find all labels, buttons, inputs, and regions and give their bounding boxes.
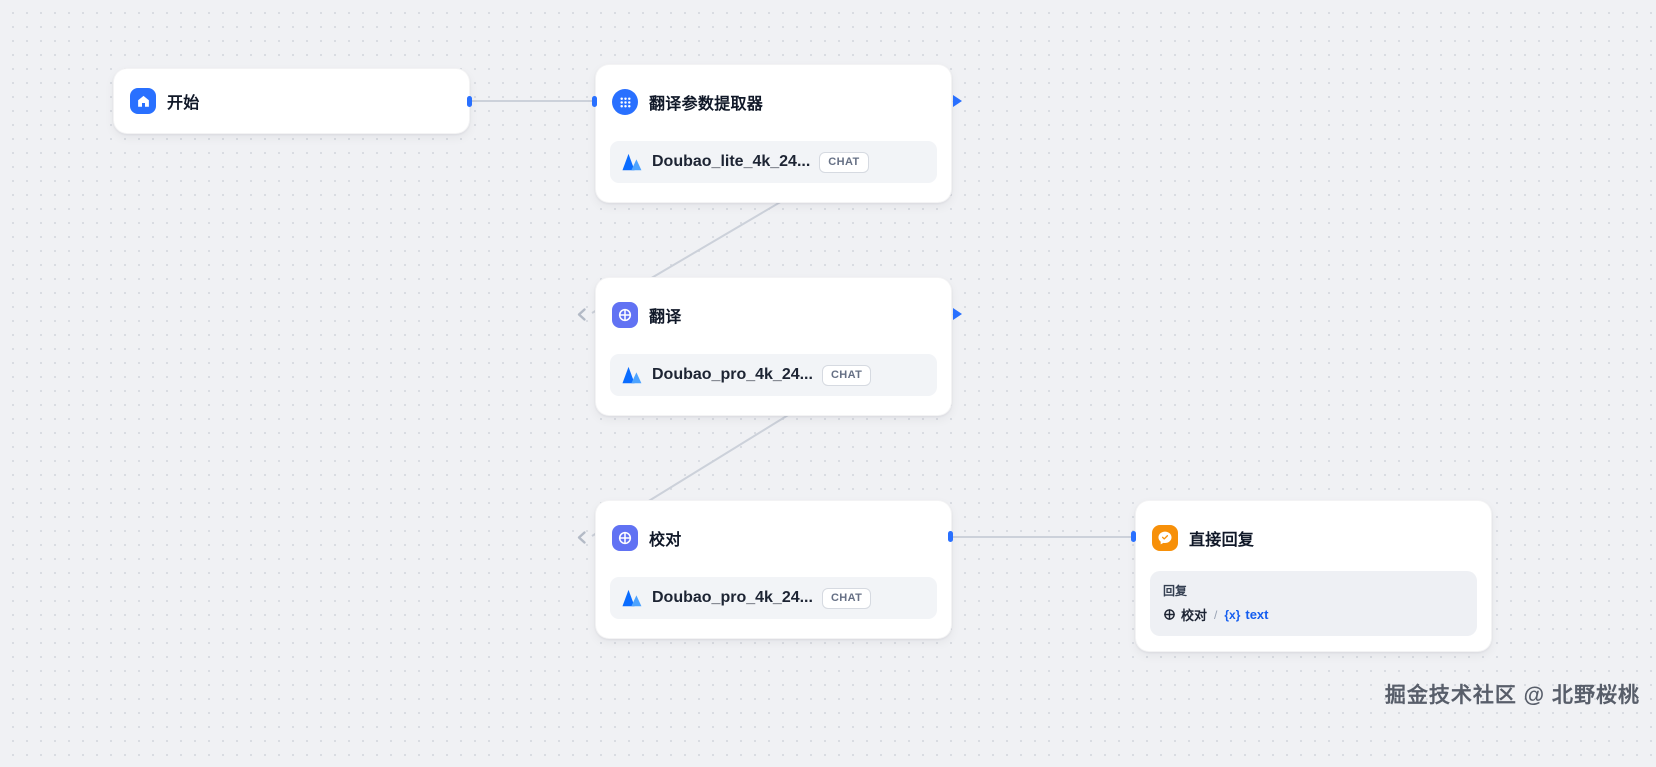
- watermark-text: 掘金技术社区 @ 北野桜桃: [1384, 684, 1640, 707]
- node-title: 翻译: [649, 309, 682, 326]
- llm-icon: [612, 525, 638, 551]
- handle-start-right[interactable]: [467, 96, 472, 107]
- handle-translate-right-arrow[interactable]: [953, 308, 962, 320]
- handle-extractor-right-arrow[interactable]: [953, 95, 962, 107]
- node-extractor-header: 翻译参数提取器: [596, 65, 951, 115]
- node-title: 直接回复: [1189, 532, 1255, 549]
- doubao-logo-icon: [621, 587, 643, 609]
- node-title: 翻译参数提取器: [649, 96, 764, 113]
- node-title: 开始: [167, 95, 200, 112]
- llm-mini-icon: [1163, 608, 1176, 621]
- model-selector[interactable]: Doubao_pro_4k_24... CHAT: [610, 577, 937, 619]
- node-start-header: 开始: [114, 69, 469, 133]
- variable-separator: /: [1214, 607, 1218, 622]
- handle-extractor-left[interactable]: [592, 96, 597, 107]
- node-proofread-header: 校对: [596, 501, 951, 551]
- variable-reference[interactable]: 校对 / {x} text: [1163, 605, 1464, 624]
- doubao-logo-icon: [621, 151, 643, 173]
- llm-icon: [612, 302, 638, 328]
- parameter-extractor-icon: [612, 89, 638, 115]
- doubao-logo-icon: [621, 364, 643, 386]
- model-name: Doubao_lite_4k_24...: [652, 153, 811, 170]
- model-type-badge: CHAT: [819, 151, 869, 173]
- home-icon: [130, 88, 156, 114]
- node-direct-answer[interactable]: 直接回复 回复 校对 / {x} text: [1135, 500, 1492, 652]
- handle-answer-left[interactable]: [1131, 531, 1136, 542]
- node-translate[interactable]: 翻译 Doubao_pro_4k_24... CHAT: [595, 277, 952, 416]
- variable-icon: {x}: [1224, 607, 1241, 622]
- model-selector[interactable]: Doubao_lite_4k_24... CHAT: [610, 141, 937, 183]
- model-name: Doubao_pro_4k_24...: [652, 366, 813, 383]
- handle-translate-left-chevron[interactable]: [576, 307, 587, 322]
- node-answer-header: 直接回复: [1136, 501, 1491, 551]
- model-name: Doubao_pro_4k_24...: [652, 589, 813, 606]
- model-type-badge: CHAT: [821, 364, 872, 386]
- reply-icon: [1152, 525, 1178, 551]
- node-title: 校对: [649, 532, 682, 549]
- model-type-badge: CHAT: [821, 587, 872, 609]
- variable-name: text: [1245, 607, 1269, 622]
- node-proofread[interactable]: 校对 Doubao_pro_4k_24... CHAT: [595, 500, 952, 639]
- model-selector[interactable]: Doubao_pro_4k_24... CHAT: [610, 354, 937, 396]
- handle-proofread-left-chevron[interactable]: [576, 530, 587, 545]
- node-parameter-extractor[interactable]: 翻译参数提取器 Doubao_lite_4k_24... CHAT: [595, 64, 952, 203]
- answer-output-label: 回复: [1163, 584, 1188, 598]
- variable-source-node: 校对: [1181, 608, 1208, 623]
- node-translate-header: 翻译: [596, 278, 951, 328]
- answer-output-panel[interactable]: 回复 校对 / {x} text: [1150, 571, 1477, 636]
- handle-proofread-right[interactable]: [948, 531, 953, 542]
- node-start[interactable]: 开始: [113, 68, 470, 134]
